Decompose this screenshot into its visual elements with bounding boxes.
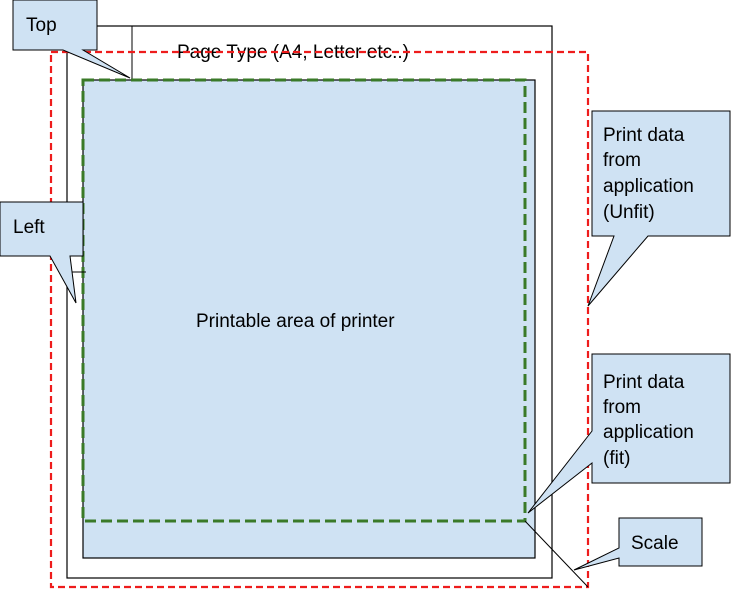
- callout-top: Top: [12, 0, 131, 79]
- callout-scale: Scale: [573, 517, 703, 571]
- callout-fit-text: Print data from application (fit): [603, 372, 699, 469]
- callout-unfit-text: Print data from application (Unfit): [603, 125, 699, 223]
- callout-fit: Print data from application (fit): [527, 353, 731, 514]
- callout-unfit-shape: [587, 110, 731, 307]
- fit-print-data-outline: [81, 78, 527, 523]
- unfit-print-data-outline: [49, 50, 590, 589]
- callout-scale-text: Scale: [631, 533, 679, 554]
- callout-top-text: Top: [26, 15, 57, 36]
- callout-left: Left: [0, 201, 84, 304]
- callout-fit-shape: [527, 353, 731, 514]
- page-outline: [66, 25, 553, 579]
- callout-scale-shape: [573, 517, 703, 571]
- printable-area-label: Printable area of printer: [196, 311, 395, 332]
- callout-top-shape: [12, 0, 131, 79]
- printable-area: [82, 79, 536, 559]
- callout-left-shape: [0, 201, 84, 304]
- callout-unfit: Print data from application (Unfit): [587, 110, 731, 307]
- scale-diagonal-line: [524, 520, 589, 588]
- callout-left-text: Left: [13, 217, 45, 238]
